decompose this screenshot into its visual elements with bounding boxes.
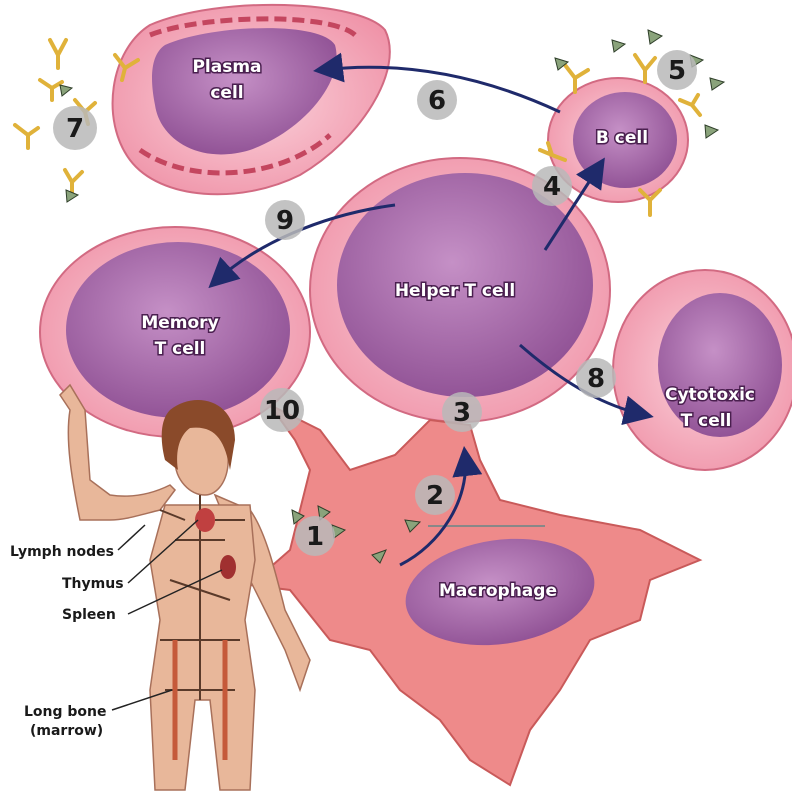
step-3: 3 [442, 392, 482, 432]
cytotoxic-t-cell: Cytotoxic T cell [613, 270, 792, 470]
svg-text:8: 8 [587, 364, 605, 394]
step-9: 9 [265, 200, 305, 240]
cytotoxic-t-cell-label-1: Cytotoxic [665, 385, 755, 405]
svg-text:7: 7 [66, 114, 84, 144]
memory-t-cell-label-1: Memory [141, 313, 218, 333]
macrophage-label: Macrophage [439, 581, 557, 601]
svg-text:10: 10 [264, 396, 300, 426]
spleen-label: Spleen [62, 607, 116, 623]
long-bone-label-2: (marrow) [30, 723, 103, 739]
long-bone-label-1: Long bone [24, 704, 107, 720]
plasma-cell-label-2: cell [210, 83, 243, 103]
plasma-cell-label-1: Plasma [192, 57, 261, 77]
svg-text:1: 1 [306, 522, 324, 552]
step-2: 2 [415, 475, 455, 515]
svg-text:2: 2 [426, 481, 444, 511]
thymus-label: Thymus [62, 576, 124, 592]
macrophage: Macrophage [250, 405, 700, 785]
step-7: 7 [53, 106, 97, 150]
cytotoxic-t-cell-label-2: T cell [681, 411, 732, 431]
step-6: 6 [417, 80, 457, 120]
svg-text:4: 4 [543, 172, 561, 202]
step-8: 8 [576, 358, 616, 398]
helper-t-cell-label: Helper T cell [395, 281, 515, 301]
memory-t-cell-label-2: T cell [155, 339, 206, 359]
b-cell-label: B cell [596, 128, 648, 148]
step-1: 1 [295, 516, 335, 556]
step-4: 4 [532, 166, 572, 206]
step-10: 10 [260, 388, 304, 432]
svg-text:6: 6 [428, 86, 446, 116]
step-5: 5 [657, 50, 697, 90]
svg-text:9: 9 [276, 206, 294, 236]
svg-text:5: 5 [668, 56, 686, 86]
plasma-cell: Plasma cell [113, 5, 390, 194]
lymph-nodes-label: Lymph nodes [10, 544, 114, 560]
svg-text:3: 3 [453, 398, 471, 428]
